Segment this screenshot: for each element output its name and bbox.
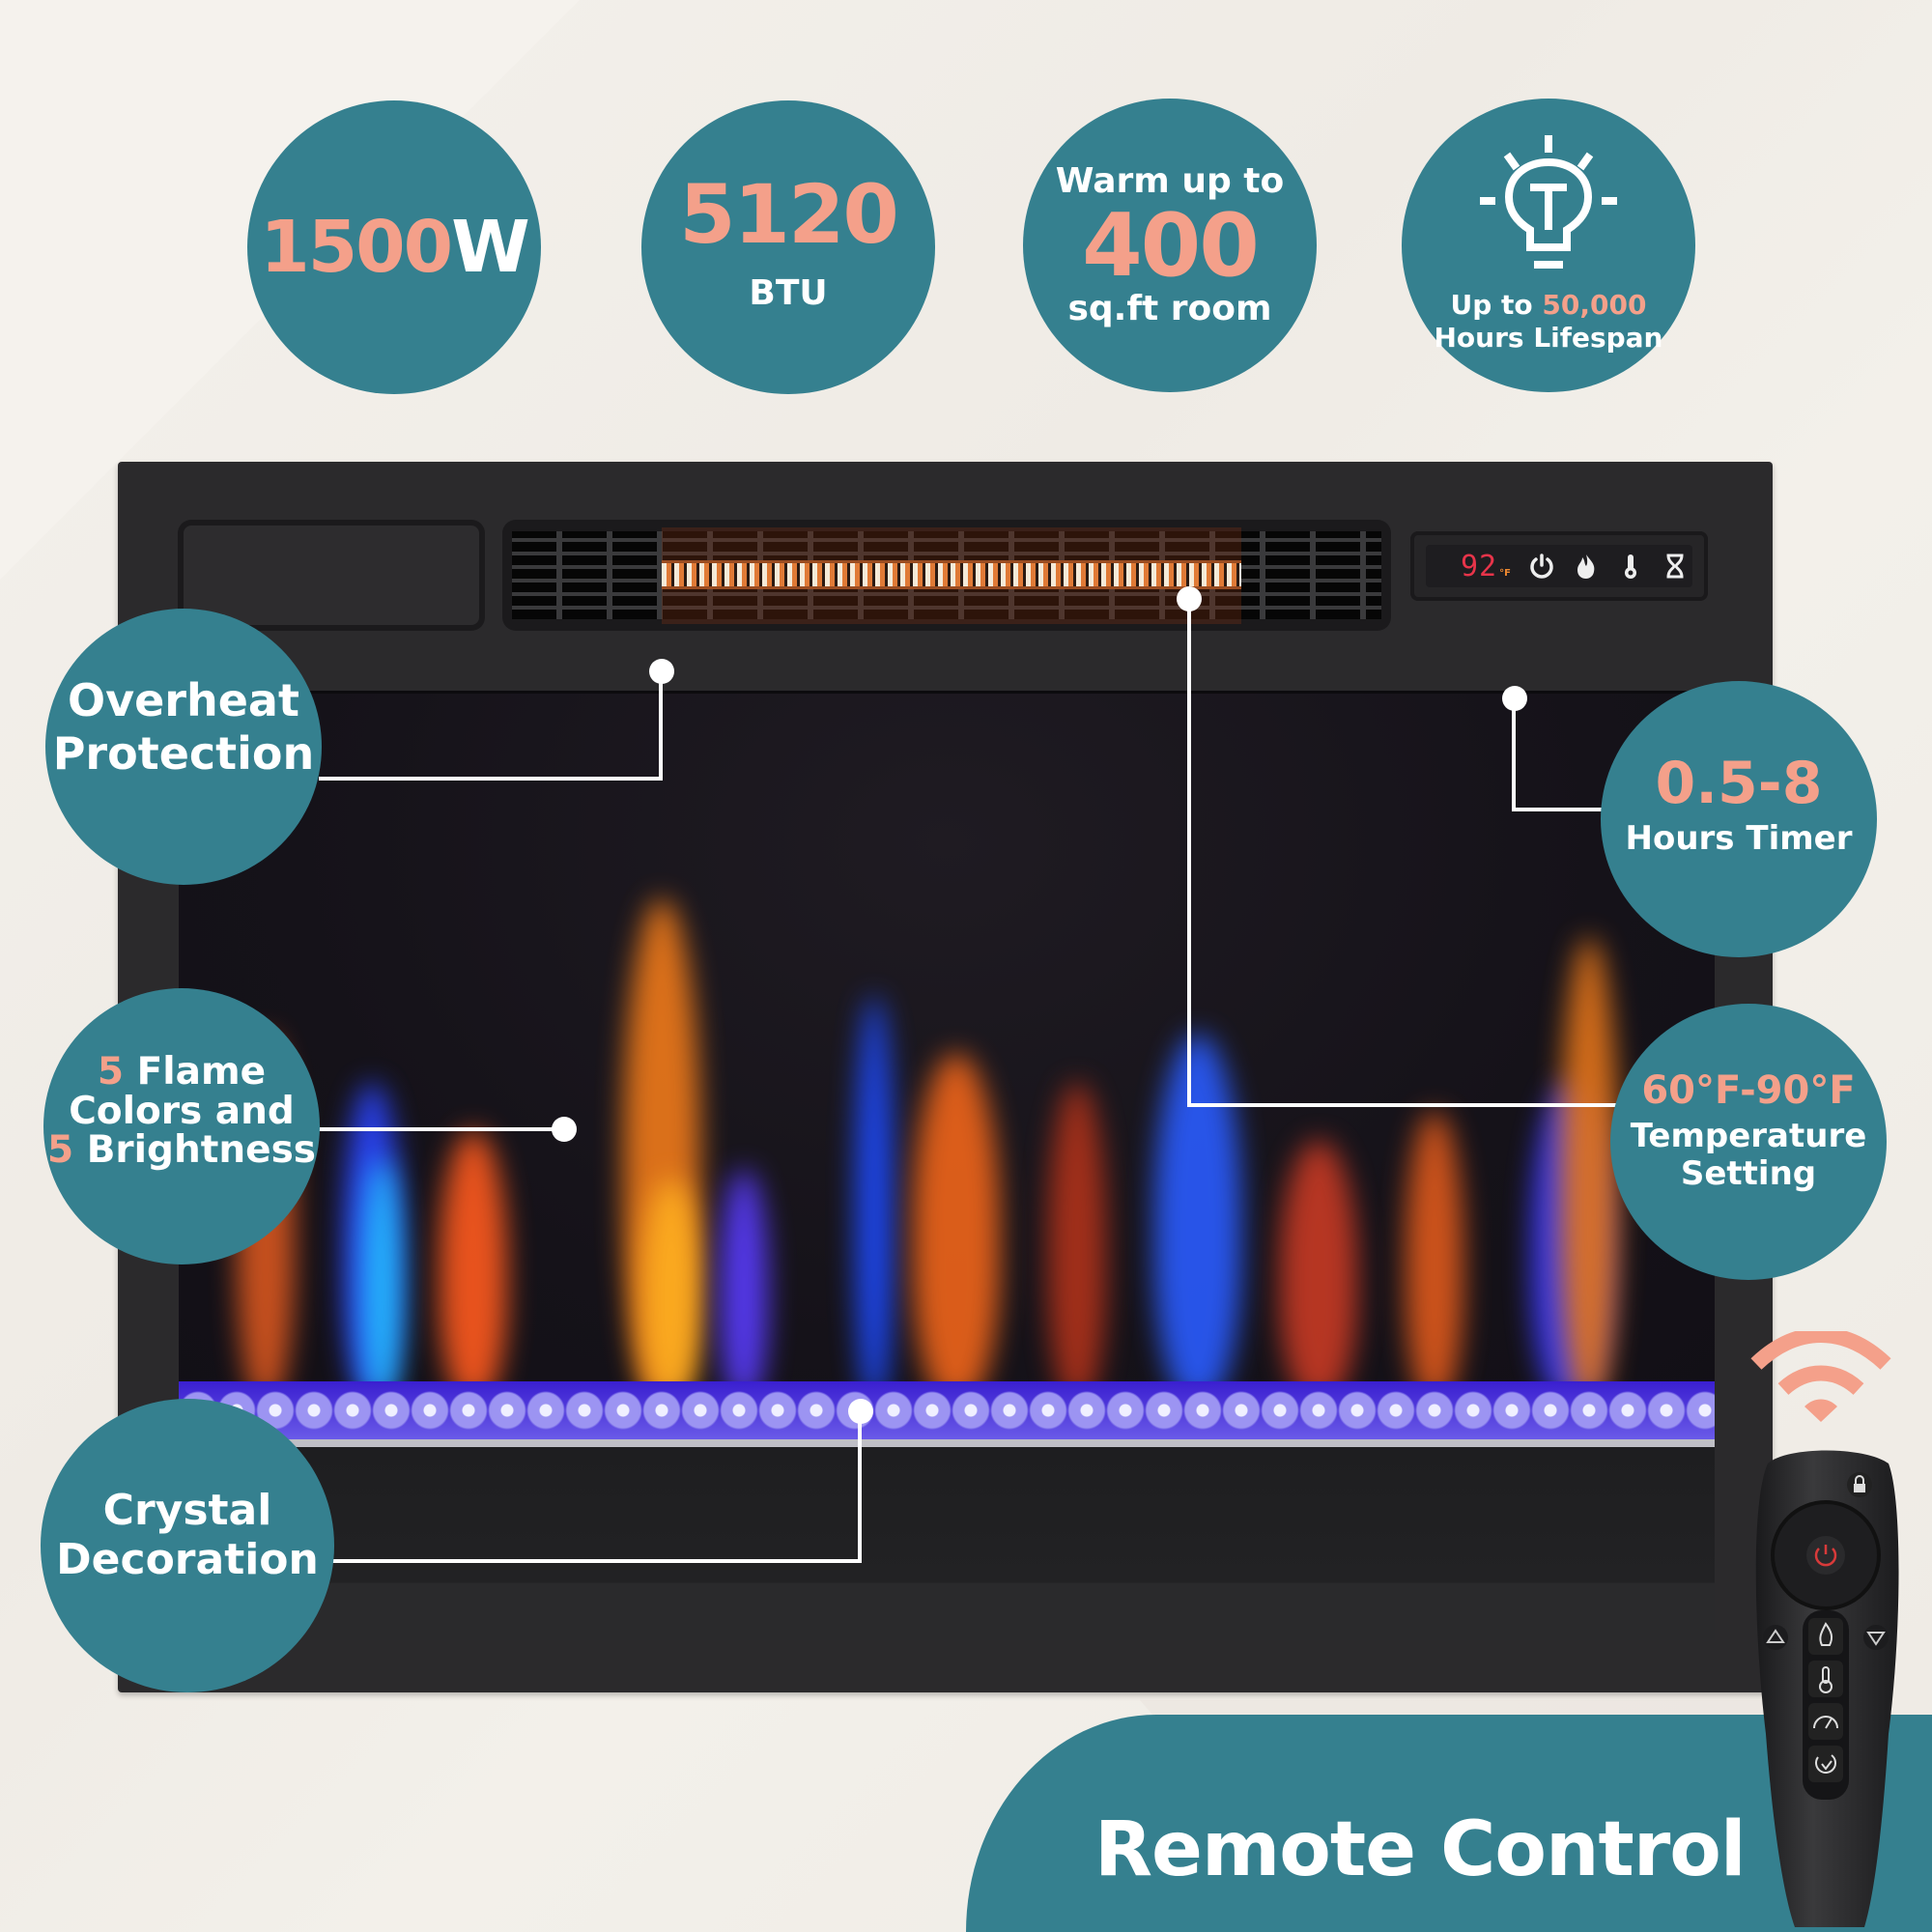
flame	[362, 1159, 401, 1401]
heater-grille	[502, 520, 1391, 631]
callout-timer: 0.5-8 Hours Timer	[1601, 681, 1877, 957]
spec-lifespan-badge: Up to 50,000 Hours Lifespan	[1402, 99, 1695, 392]
flame-line3-text: Brightness	[73, 1128, 316, 1173]
lifespan-value: 50,000	[1542, 289, 1647, 321]
down-arrow-icon[interactable]	[1863, 1625, 1889, 1650]
crystal-line1: Crystal	[102, 1486, 272, 1536]
flame-line1-text: Flame	[124, 1049, 267, 1094]
btu-value: 5120	[679, 167, 899, 262]
control-panel: 92 °F	[1410, 531, 1708, 601]
power-value-row: 1500W	[260, 212, 530, 283]
callout-line	[1187, 1103, 1622, 1107]
power-icon[interactable]	[1528, 553, 1555, 580]
flame-icon[interactable]	[1573, 553, 1600, 580]
callout-text: Crystal Decoration	[56, 1487, 319, 1584]
callout-text: Overheat Protection	[53, 674, 315, 781]
power-icon[interactable]	[1806, 1536, 1845, 1575]
callout-temperature: 60°F-90°F Temperature Setting	[1610, 1004, 1887, 1280]
wireless-signal-icon	[1750, 1331, 1891, 1422]
thermometer-icon[interactable]	[1617, 553, 1644, 580]
callout-text: 5 Flame Colors and 5 Brightness	[46, 1049, 316, 1173]
callout-line	[1512, 808, 1608, 811]
callout-line	[1187, 599, 1191, 1107]
callout-line	[659, 671, 663, 780]
callout-dot-flame	[552, 1117, 577, 1142]
flame	[1154, 1034, 1241, 1401]
room-prefix: Warm up to	[1055, 161, 1285, 201]
btu-unit: BTU	[749, 273, 828, 313]
flame	[855, 995, 894, 1401]
callout-crystal-decoration: Crystal Decoration	[41, 1399, 334, 1692]
temperature-range: 60°F-90°F	[1641, 1067, 1856, 1113]
callout-line	[328, 1559, 862, 1563]
lock-icon[interactable]	[1847, 1472, 1872, 1497]
callout-line	[1512, 697, 1516, 811]
temperature-label-line2: Setting	[1680, 1154, 1817, 1193]
heating-element	[662, 560, 1241, 589]
power-value: 1500	[260, 206, 453, 289]
temperature-label-line1: Temperature	[1630, 1116, 1867, 1155]
flame	[1560, 937, 1618, 1401]
lifespan-line1: Up to 50,000	[1451, 292, 1647, 319]
callout-line	[317, 1127, 554, 1131]
flame-icon[interactable]	[1808, 1618, 1843, 1655]
brightness-count: 5	[46, 1128, 74, 1173]
flame	[440, 1130, 507, 1401]
power-unit: W	[451, 206, 530, 289]
brightness-icon[interactable]	[1808, 1703, 1843, 1740]
heat-icon[interactable]	[1808, 1661, 1843, 1697]
flame	[1048, 1082, 1106, 1401]
spec-power-badge: 1500W	[247, 100, 541, 394]
lifespan-prefix: Up to	[1450, 289, 1543, 321]
timer-value: 0.5-8	[1655, 750, 1823, 817]
callout-line	[319, 777, 663, 781]
flame-colors-count: 5	[97, 1049, 125, 1094]
flame	[720, 1169, 768, 1401]
top-left-recess	[178, 520, 485, 631]
temperature-display: 92	[1461, 549, 1498, 583]
lifespan-suffix: Hours Lifespan	[1434, 322, 1663, 354]
remote-control[interactable]	[1748, 1444, 1903, 1932]
flame	[913, 1053, 1000, 1401]
timer-label: Hours Timer	[1625, 819, 1853, 858]
crystal-bed	[179, 1381, 1715, 1439]
callout-overheat-protection: Overheat Protection	[45, 609, 322, 885]
timer-icon[interactable]	[1808, 1746, 1843, 1782]
flame-line1: 5 Flame	[47, 1049, 316, 1094]
fireplace-insert: 92 °F	[118, 462, 1773, 1692]
spec-room-badge: Warm up to 400 sq.ft room	[1023, 99, 1317, 392]
flame	[1280, 1140, 1357, 1401]
firebox-ledge	[179, 1439, 1715, 1447]
callout-flame-colors: 5 Flame Colors and 5 Brightness	[43, 988, 320, 1264]
flame	[642, 1179, 700, 1401]
timer-icon[interactable]	[1662, 553, 1689, 580]
banner-title: Remote Control	[1094, 1806, 1747, 1893]
flame	[1406, 1111, 1463, 1401]
flame-line2: Colors and	[69, 1089, 295, 1133]
crystal-line2: Decoration	[56, 1535, 319, 1584]
up-arrow-icon[interactable]	[1763, 1625, 1788, 1650]
callout-line	[858, 1410, 862, 1563]
room-value: 400	[1082, 195, 1260, 297]
room-suffix: sq.ft room	[1067, 289, 1272, 328]
firebox-flames	[179, 691, 1715, 1439]
overheat-line2: Protection	[52, 727, 315, 780]
control-panel-display: 92 °F	[1426, 545, 1692, 587]
overheat-line1: Overheat	[68, 673, 299, 726]
lightbulb-icon	[1480, 135, 1617, 269]
flame-line3: 5 Brightness	[46, 1128, 316, 1173]
temperature-unit: °F	[1499, 567, 1511, 579]
spec-btu-badge: 5120 BTU	[641, 100, 935, 394]
temperature-label: Temperature Setting	[1630, 1116, 1867, 1193]
lower-trim	[179, 1447, 1715, 1640]
